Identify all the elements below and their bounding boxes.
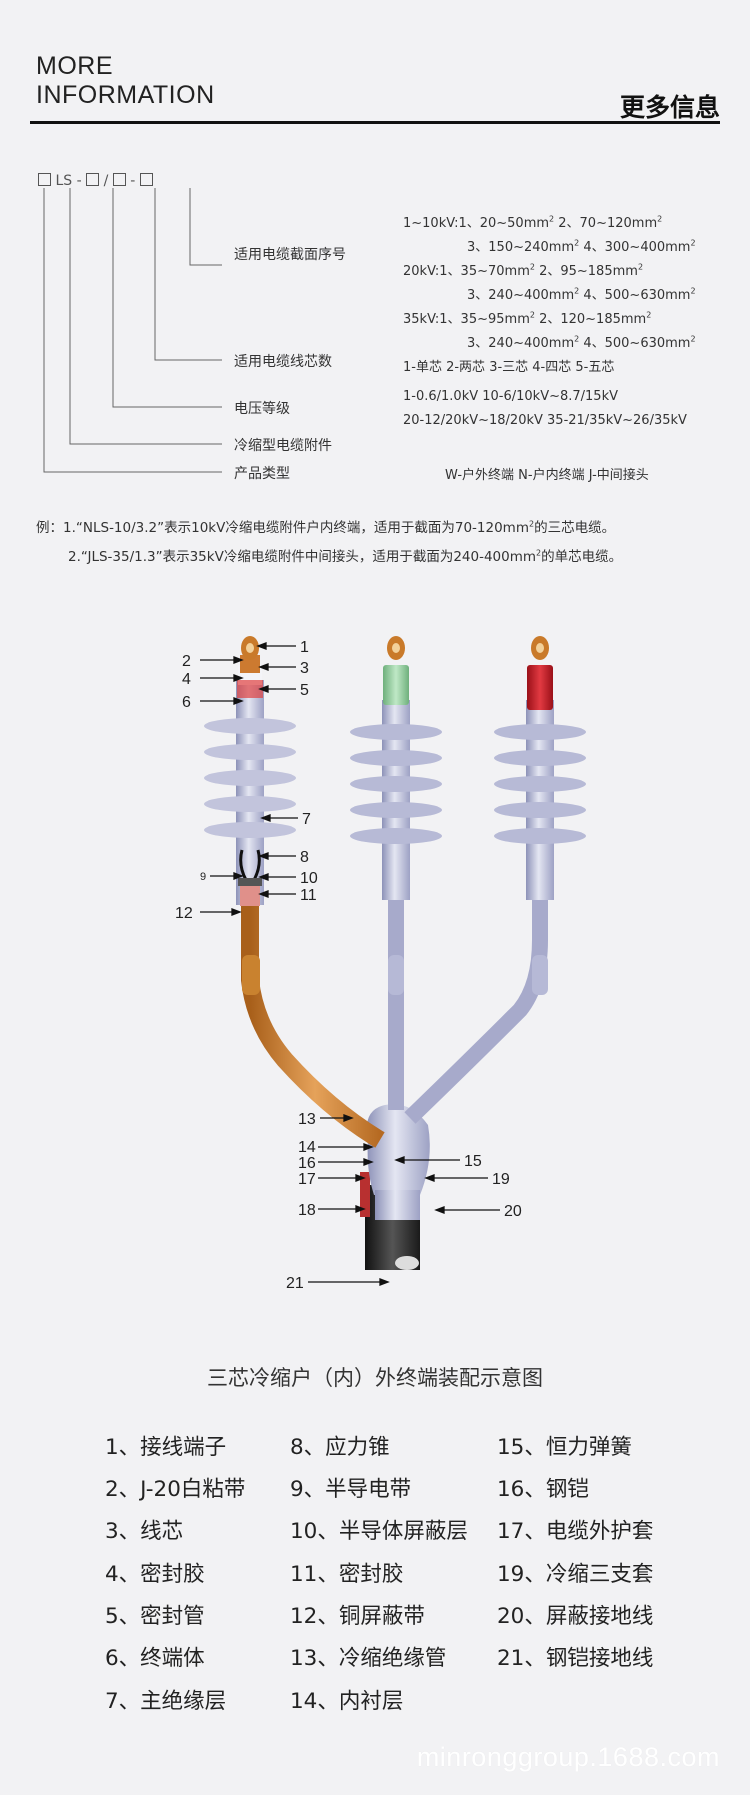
legend-item-16: 16、钢铠 xyxy=(497,1477,589,1502)
callout-15: 15 xyxy=(464,1153,482,1170)
breakout-sleeve-tail xyxy=(375,1190,420,1220)
callout-16: 16 xyxy=(298,1155,316,1172)
callout-arrows xyxy=(200,642,500,1286)
spec-section-line-2: 3、150~240mm2 4、300~400mm2 xyxy=(467,238,696,255)
tree-label-section: 适用电缆截面序号 xyxy=(234,247,346,263)
callout-18: 18 xyxy=(298,1202,316,1219)
callout-5: 5 xyxy=(300,682,309,699)
spec-section-line-4: 3、240~400mm2 4、500~630mm2 xyxy=(467,286,696,303)
legend-item-4: 4、密封胶 xyxy=(105,1562,205,1587)
left-seal-tube xyxy=(237,680,263,698)
left-termination-body xyxy=(236,680,264,905)
legend-item-15: 15、恒力弹簧 xyxy=(497,1435,632,1460)
right-phase-cap-red xyxy=(527,665,553,710)
middle-stress-cone xyxy=(388,955,404,995)
code-slash: / xyxy=(103,173,109,189)
legend-item-12: 12、铜屏蔽带 xyxy=(290,1604,425,1629)
spec-cores: 1-单芯 2-两芯 3-三芯 4-四芯 5-五芯 xyxy=(403,360,615,375)
left-bulge xyxy=(242,955,260,995)
code-box-4 xyxy=(139,173,153,186)
spec-section-line-3: 20kV:1、35~70mm2 2、95~185mm2 xyxy=(403,262,644,279)
code-tree-lines xyxy=(43,188,222,473)
code-dash-1: - xyxy=(76,173,82,189)
spec-section-line-6: 3、240~400mm2 4、500~630mm2 xyxy=(467,334,696,351)
cable-end-face xyxy=(395,1256,419,1270)
legend-item-5: 5、密封管 xyxy=(105,1604,205,1629)
legend-item-8: 8、应力锥 xyxy=(290,1435,390,1460)
callout-8: 8 xyxy=(300,849,309,866)
callout-14: 14 xyxy=(298,1139,316,1156)
left-seal-mastic xyxy=(240,886,260,906)
header-title-en: MORE INFORMATION xyxy=(36,52,215,110)
header-divider xyxy=(30,121,720,124)
callout-2: 2 xyxy=(182,653,191,670)
armor-tape xyxy=(360,1172,370,1217)
semi-conductive-tape xyxy=(238,878,262,886)
callout-9: 9 xyxy=(200,871,206,883)
callout-20: 20 xyxy=(504,1203,522,1220)
spec-voltage-2: 20-12/20kV~18/20kV 35-21/35kV~26/35kV xyxy=(403,413,687,428)
legend-item-7: 7、主绝缘层 xyxy=(105,1689,227,1714)
callout-3: 3 xyxy=(300,660,309,677)
breakout-sleeve xyxy=(366,1104,430,1195)
left-sheds xyxy=(204,718,296,838)
code-segment-ls: LS xyxy=(55,173,73,189)
legend-item-10: 10、半导体屏蔽层 xyxy=(290,1519,468,1544)
legend-item-20: 20、屏蔽接地线 xyxy=(497,1604,654,1629)
legend-item-21: 21、钢铠接地线 xyxy=(497,1646,654,1671)
middle-sheds xyxy=(350,724,442,844)
right-sheds xyxy=(494,724,586,844)
legend-item-13: 13、冷缩绝缘管 xyxy=(290,1646,447,1671)
legend-item-11: 11、密封胶 xyxy=(290,1562,404,1587)
callout-11: 11 xyxy=(300,887,317,904)
spec-section-line-5: 35kV:1、35~95mm2 2、120~185mm2 xyxy=(403,310,652,327)
legend-item-9: 9、半导电带 xyxy=(290,1477,412,1502)
legend-item-6: 6、终端体 xyxy=(105,1646,205,1671)
header-title-en-line2: INFORMATION xyxy=(36,81,215,109)
callout-21: 21 xyxy=(286,1275,304,1292)
tree-label-type: 冷缩型电缆附件 xyxy=(234,438,332,454)
code-dash-2: - xyxy=(130,173,136,189)
legend-item-14: 14、内衬层 xyxy=(290,1689,404,1714)
header-title-cn: 更多信息 xyxy=(619,93,720,122)
example-1: 例：1.“NLS-10/3.2”表示10kV冷缩电缆附件户内终端，适用于截面为7… xyxy=(36,519,616,537)
legend-item-19: 19、冷缩三支套 xyxy=(497,1562,654,1587)
code-box-2 xyxy=(86,173,100,186)
callout-7: 7 xyxy=(302,811,311,828)
code-box-1 xyxy=(38,173,51,186)
legend-item-1: 1、接线端子 xyxy=(105,1435,227,1460)
left-core xyxy=(240,655,260,673)
callout-6: 6 xyxy=(182,694,191,711)
callout-4: 4 xyxy=(182,671,191,688)
tree-label-cores: 适用电缆线芯数 xyxy=(234,354,332,370)
callout-10: 10 xyxy=(300,870,318,887)
stress-cone-lines xyxy=(239,849,261,881)
legend-item-3: 3、线芯 xyxy=(105,1519,184,1544)
legend-item-2: 2、J-20白粘带 xyxy=(105,1477,246,1502)
model-code: LS - / - xyxy=(38,173,153,193)
watermark: minronggroup.1688.com xyxy=(416,1742,720,1772)
callout-19: 19 xyxy=(492,1171,510,1188)
middle-phase-cap-green xyxy=(383,665,409,705)
header-title-en-line1: MORE xyxy=(36,52,113,80)
diagram-caption: 三芯冷缩户（内）外终端装配示意图 xyxy=(207,1366,543,1390)
callout-13: 13 xyxy=(298,1111,316,1128)
callout-12: 12 xyxy=(175,905,193,922)
legend-item-17: 17、电缆外护套 xyxy=(497,1519,654,1544)
spec-section-line-1: 1~10kV:1、20~50mm2 2、70~120mm2 xyxy=(403,214,663,231)
code-box-3 xyxy=(112,173,126,186)
example-2: 2.“JLS-35/1.3”表示35kV冷缩电缆附件中间接头，适用于截面为240… xyxy=(68,548,623,566)
termination-diagram: 1 2 3 4 5 6 7 8 9 10 11 12 13 14 15 16 1… xyxy=(175,636,586,1292)
left-branch-copper xyxy=(241,905,385,1148)
tree-label-voltage: 电压等级 xyxy=(234,401,290,417)
tree-label-product: 产品类型 xyxy=(234,466,290,482)
right-stress-cone xyxy=(532,955,548,995)
right-branch xyxy=(404,890,548,1124)
callout-1: 1 xyxy=(300,639,309,656)
callout-17: 17 xyxy=(298,1171,316,1188)
spec-product-types: W-户外终端 N-户内终端 J-中间接头 xyxy=(445,468,649,483)
spec-voltage-1: 1-0.6/1.0kV 10-6/10kV~8.7/15kV xyxy=(403,389,619,404)
